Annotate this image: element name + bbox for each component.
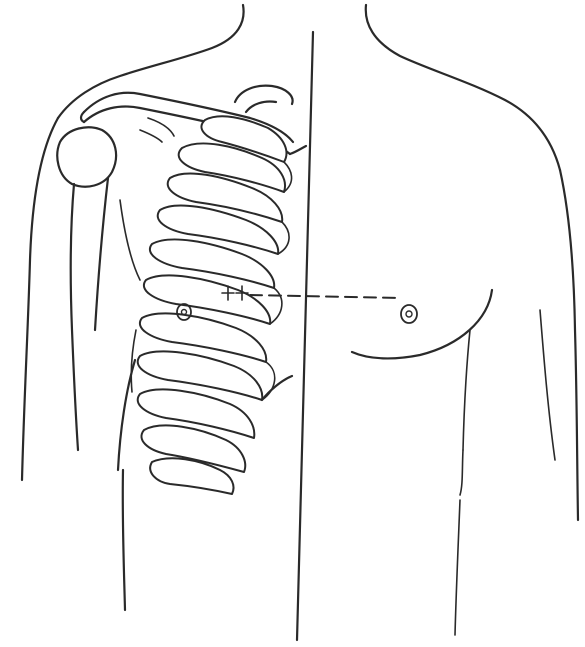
dashed-reference-line: [250, 295, 400, 298]
midline: [297, 32, 313, 640]
right-nipple: [401, 305, 417, 323]
rib-cage: [118, 116, 292, 494]
shoulder-joint: [57, 127, 140, 450]
